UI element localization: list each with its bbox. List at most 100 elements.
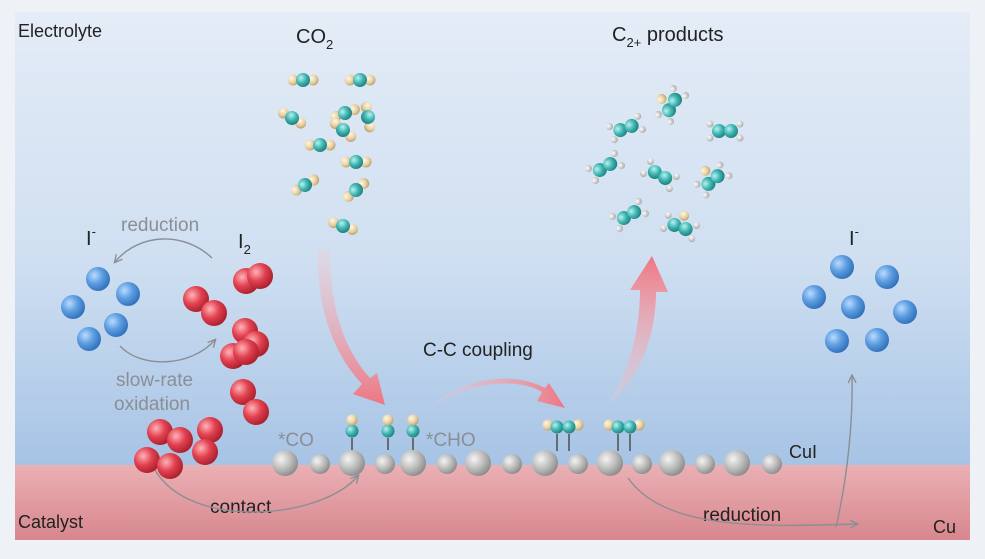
carbon-atom — [349, 183, 363, 197]
reduction-cycle-arrow — [115, 238, 213, 262]
carbon-atom — [406, 424, 420, 438]
iodide-ions-left — [61, 267, 140, 351]
c2-products-title: C2+ products — [612, 24, 724, 50]
iodide-ion — [61, 295, 85, 319]
iodine-molecule — [183, 286, 227, 326]
oxygen-atom — [360, 156, 372, 168]
reduction-bottom-arrow — [627, 477, 857, 525]
iodide-right-label: I- — [849, 224, 859, 250]
c2-product-molecule — [706, 120, 744, 142]
hydrogen-atom — [693, 180, 701, 188]
oxygen-atom — [382, 414, 394, 426]
carbon-atom — [647, 165, 662, 179]
hydrogen-atom — [660, 224, 668, 232]
carbon-atom — [349, 155, 363, 169]
iodide-ion — [116, 282, 140, 306]
co2-molecules — [277, 73, 376, 235]
carbon-atom — [616, 211, 631, 225]
carbon-atom — [361, 110, 375, 124]
oxidation-cycle-arrow — [119, 340, 215, 363]
hydrogen-atom — [692, 222, 700, 230]
hydrogen-atom — [672, 172, 680, 180]
cc-coupling-label: C-C coupling — [423, 340, 533, 361]
c2-product-molecule — [606, 112, 646, 144]
cu-surface-atom — [272, 450, 298, 476]
co2-molecule — [287, 73, 319, 87]
carbon-atom — [627, 205, 642, 219]
carbon-atom — [678, 222, 693, 237]
co2-molecule — [329, 118, 357, 142]
iodide-ion — [865, 328, 889, 352]
oxygen-atom — [307, 74, 319, 86]
carbon-atom — [550, 420, 564, 434]
hydrogen-atom — [592, 177, 600, 185]
c2-product-molecule — [585, 149, 625, 185]
oxygen-atom — [340, 156, 352, 168]
hydrogen-atom — [736, 120, 744, 128]
hydrogen-atom — [585, 164, 593, 172]
hydrogen-atom — [706, 134, 714, 142]
iodine-molecule — [233, 263, 273, 294]
carbon-atom — [298, 178, 312, 192]
cu-surface-atom-small — [502, 454, 522, 474]
oxygen-atom — [656, 94, 667, 104]
carbon-atom — [285, 111, 299, 125]
hydrogen-atom — [634, 112, 642, 120]
hydrogen-atom — [702, 191, 710, 199]
co2-molecule — [277, 107, 307, 129]
c2-product-molecule — [660, 210, 700, 243]
co2-molecule — [344, 73, 376, 87]
product-desorption-arrow — [608, 256, 668, 404]
co2-molecule — [342, 178, 370, 202]
iodine-atom — [183, 286, 209, 312]
carbon-atom — [603, 157, 618, 171]
cc-coupling-arrow — [430, 378, 565, 408]
slow-rate-label: slow-rate — [116, 370, 193, 391]
carbon-atom — [345, 424, 359, 438]
iodine-atom — [243, 399, 269, 425]
cui-surface-atoms — [272, 450, 782, 476]
contact-arrow — [154, 469, 358, 513]
carbon-atom — [296, 73, 310, 87]
iodine-atom — [201, 300, 227, 326]
hydrogen-atom — [610, 149, 618, 157]
cu-surface-atom-small — [762, 454, 782, 474]
oxygen-atom — [360, 101, 372, 113]
hydrogen-atom — [669, 85, 677, 93]
oxygen-atom — [700, 165, 711, 176]
iodine-molecules — [134, 263, 273, 479]
co2-molecule — [304, 138, 336, 152]
oxygen-atom — [304, 139, 316, 151]
catalyst-label: Catalyst — [18, 512, 83, 532]
carbon-atom — [712, 124, 726, 138]
cu-surface-atom-small — [437, 454, 457, 474]
co-adsorbate-label: *CO — [278, 430, 314, 451]
hydrogen-atom — [716, 161, 724, 169]
carbon-atom — [624, 118, 639, 133]
cu-surface-atom — [339, 450, 365, 476]
cu-surface-atom — [400, 450, 426, 476]
carbon-atom — [562, 420, 576, 434]
hydrogen-atom — [706, 120, 714, 128]
iodide-ion — [841, 295, 865, 319]
carbon-atom — [336, 219, 350, 233]
hydrogen-atom — [617, 162, 625, 170]
iodine-atom — [230, 379, 256, 405]
c2-product-molecule — [609, 197, 649, 233]
hydrogen-atom — [725, 172, 733, 180]
adsorbates — [345, 414, 645, 451]
carbon-atom — [381, 424, 395, 438]
oxygen-atom — [344, 74, 356, 86]
cu-surface-atom-small — [310, 454, 330, 474]
hydrogen-atom — [640, 170, 648, 178]
electrolyte-label: Electrolyte — [18, 21, 102, 41]
carbon-atom — [611, 420, 625, 434]
co2-molecule — [290, 174, 320, 196]
hydrogen-atom — [665, 185, 673, 193]
carbon-atom — [658, 171, 673, 185]
hydrogen-atom — [667, 117, 675, 125]
co2-molecule — [360, 101, 376, 133]
cu-surface-atom — [724, 450, 750, 476]
hydrogen-atom — [616, 225, 624, 233]
